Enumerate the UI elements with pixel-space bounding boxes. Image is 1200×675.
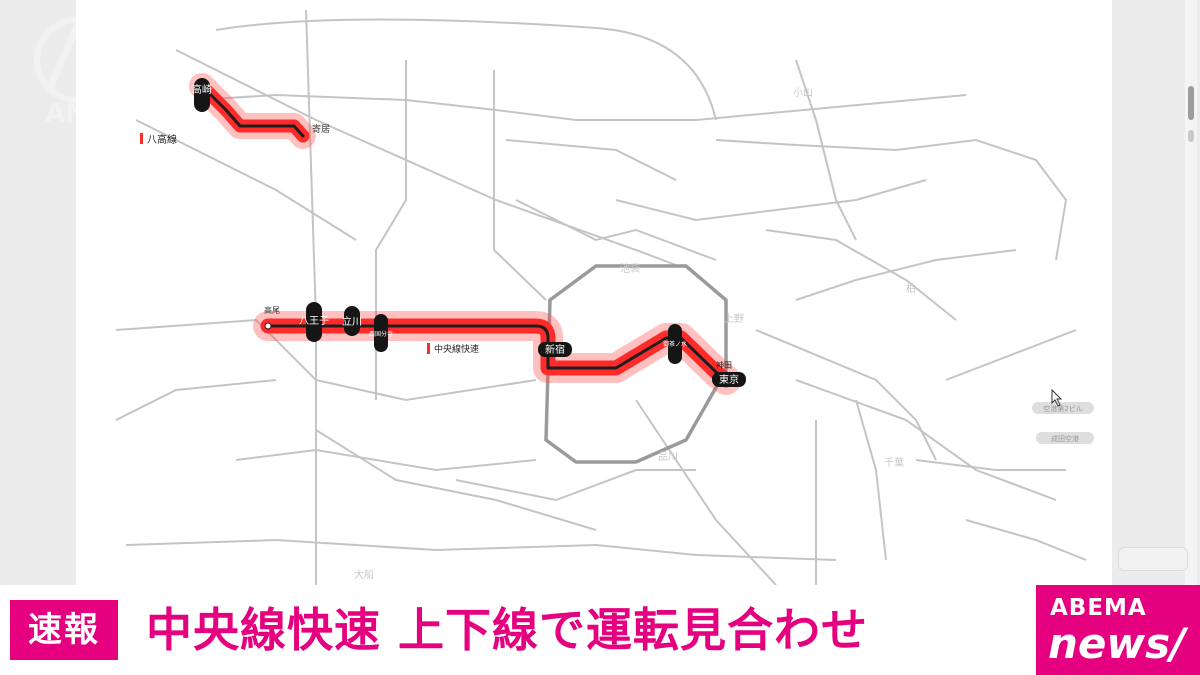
chiba-label: 千葉 [884, 456, 904, 469]
right-frame [1112, 0, 1200, 585]
hachiko-legend: 八高線 [140, 133, 177, 146]
abema-brand-top: ABEMA [1050, 595, 1147, 621]
chuo-line-highlight [253, 311, 741, 395]
faded-labels: 池袋 上野 品川 千葉 小山 柏 大船 [354, 87, 916, 581]
ueno-label: 上野 [724, 313, 744, 325]
shinjuku-station: 新宿 [538, 342, 572, 357]
chuo-legend: 中央線快速 [427, 343, 479, 355]
chuo-legend-label: 中央線快速 [434, 343, 479, 355]
takasaki-station: 高崎 [192, 78, 212, 112]
hachioji-label: 八王子 [299, 315, 329, 327]
abema-brand-bottom: news/ [1048, 619, 1186, 668]
kanda-label: 神田 [716, 360, 732, 370]
mouse-cursor-icon [1051, 388, 1063, 407]
kashiwa-label: 柏 [906, 282, 916, 295]
hachiko-legend-label: 八高線 [147, 133, 177, 146]
abema-news-logo: ABEMA news/ [1036, 585, 1200, 675]
airport2-label: 空港第2ビル [1043, 404, 1082, 413]
scrollbar-thumb[interactable] [1188, 86, 1194, 120]
oyama-label: 小山 [793, 87, 813, 99]
narita-label: 成田空港 [1051, 434, 1079, 443]
scrollbar-thumb-secondary [1188, 130, 1194, 142]
ochanomizu-label: 御茶ノ水 [663, 340, 687, 348]
tokyo-label: 東京 [719, 373, 739, 386]
yamanote-loop [544, 264, 728, 464]
tachikawa-station: 立川 [342, 306, 362, 336]
left-frame [0, 0, 76, 585]
airport-labels: 空港第2ビル 成田空港 [1032, 402, 1094, 444]
route-map-svg: 高崎 寄居 八高線 高尾 八王子 立川 西国分寺 中央線快速 新宿 [115, 9, 1094, 585]
hachiko-line-highlight [189, 73, 316, 149]
takasaki-label: 高崎 [192, 83, 212, 96]
network-lines [115, 9, 1087, 585]
tokyo-station: 東京 [712, 372, 746, 387]
hachioji-station: 八王子 [299, 302, 329, 342]
scrollbar[interactable] [1185, 0, 1197, 585]
ochanomizu-station: 御茶ノ水 [663, 324, 687, 364]
nishikokubunji-label: 西国分寺 [369, 330, 393, 338]
ann-watermark-logo: ANN [34, 17, 120, 128]
nishikokubunji-station: 西国分寺 [369, 314, 393, 352]
shinjuku-label: 新宿 [545, 343, 565, 356]
faded-badge [1118, 547, 1188, 571]
watermark-text: ANN [45, 99, 109, 128]
route-map: 高崎 寄居 八高線 高尾 八王子 立川 西国分寺 中央線快速 新宿 [76, 0, 1112, 585]
headline-text: 中央線快速 上下線で運転見合わせ [146, 603, 869, 657]
breaking-news-badge: 速報 [10, 600, 118, 660]
takao-dot [264, 322, 272, 330]
news-ticker-bar [0, 585, 1200, 675]
ofuna-label: 大船 [354, 568, 374, 581]
yorii-label: 寄居 [312, 123, 330, 135]
takao-label: 高尾 [264, 305, 280, 315]
ikebukuro-label: 池袋 [620, 262, 640, 275]
tachikawa-label: 立川 [342, 315, 362, 328]
shinagawa-label: 品川 [658, 451, 678, 463]
